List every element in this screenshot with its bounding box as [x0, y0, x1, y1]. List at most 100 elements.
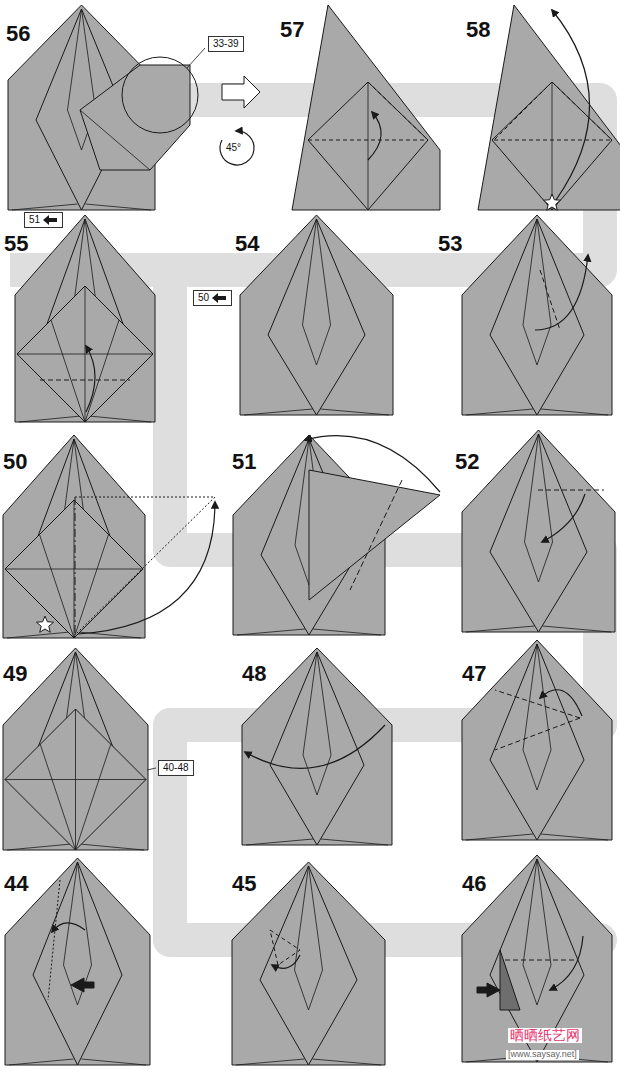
crease-line	[368, 82, 369, 210]
edge-line	[543, 626, 612, 632]
paper-model	[3, 435, 145, 638]
crease-line	[309, 970, 323, 1010]
fold-line	[552, 82, 612, 140]
crease-line	[82, 9, 96, 110]
back-arrow-icon	[43, 215, 57, 225]
fold-arrow	[540, 690, 582, 716]
crease-line	[537, 325, 551, 365]
paper-model	[462, 855, 612, 1062]
edge-line	[89, 416, 151, 422]
crease-line	[74, 535, 109, 639]
fold-arrow	[272, 955, 300, 968]
paper-model	[15, 215, 155, 422]
paper-model	[292, 5, 440, 210]
fold-arrow	[542, 494, 585, 542]
fold-line	[494, 140, 612, 141]
fold-arrow	[552, 10, 590, 200]
crease-line	[76, 744, 111, 850]
crease-line	[317, 325, 331, 365]
edge-line	[7, 844, 72, 850]
paper-model	[240, 215, 393, 415]
edge-line	[82, 1059, 147, 1065]
rotate-symbol	[220, 131, 254, 165]
leader-line	[187, 48, 205, 68]
fold-line	[505, 960, 575, 961]
fold-arrow	[550, 936, 583, 990]
crease-line	[78, 862, 92, 965]
crease-line	[317, 219, 331, 325]
watermark: 晒晒纸艺网	[508, 1028, 582, 1043]
step-number: 44	[4, 872, 28, 896]
fold-arrow	[368, 112, 381, 160]
crease-line	[68, 9, 82, 110]
step-reference: 33-39	[213, 38, 239, 50]
crease-line	[303, 652, 317, 755]
paper-model	[462, 430, 615, 632]
fold-arrow	[305, 436, 440, 492]
diamond-flap	[492, 82, 612, 210]
step-number: 47	[462, 662, 486, 686]
step-number: 53	[438, 232, 462, 256]
crease-line	[295, 545, 309, 585]
crease-line	[64, 862, 78, 965]
crease-line	[5, 779, 146, 780]
crease-line	[295, 439, 309, 545]
detail-circle	[122, 57, 198, 133]
paper-model	[462, 640, 612, 840]
crease-line	[17, 354, 153, 355]
crease-line	[523, 644, 537, 750]
crease-line	[537, 965, 551, 1005]
fold-arrow	[245, 725, 385, 768]
step-number: 51	[232, 450, 256, 474]
fold-line	[75, 497, 76, 635]
kite-layer	[490, 644, 584, 840]
kite-layer	[33, 862, 122, 1065]
callout-angle: 45°	[226, 142, 241, 153]
edge-line	[7, 632, 70, 638]
fold-line	[494, 82, 552, 140]
crease-line	[539, 542, 553, 582]
step-reference-box: 51	[24, 212, 63, 228]
edge-line	[236, 1059, 305, 1065]
step-reference: 40-48	[163, 762, 189, 774]
crease-line	[295, 970, 309, 1010]
paper-model	[3, 648, 148, 850]
crease-line	[552, 82, 553, 210]
fold-line	[308, 140, 428, 141]
step-number: 54	[235, 232, 259, 256]
fold-line	[495, 718, 580, 750]
step-reference: 51	[29, 214, 40, 226]
edge-line	[321, 409, 390, 415]
step-number: 48	[242, 662, 266, 686]
paper-model	[232, 862, 385, 1065]
edge-line	[19, 416, 81, 422]
crease-line	[309, 866, 323, 970]
fold-line	[538, 490, 604, 491]
square-flap	[80, 65, 190, 170]
step-number: 50	[3, 450, 27, 474]
crease-line	[303, 755, 317, 795]
fold-arrow	[78, 502, 215, 634]
step-number: 58	[466, 18, 490, 42]
edge-line	[86, 204, 152, 210]
step-number: 57	[280, 18, 304, 42]
crease-line	[68, 110, 82, 150]
step-number: 55	[4, 232, 28, 256]
push-arrow	[477, 983, 500, 997]
fold-line-box	[270, 930, 300, 965]
crease-line	[523, 859, 537, 965]
crease-line	[303, 219, 317, 325]
crease-line	[537, 644, 551, 750]
crease-line	[537, 750, 551, 790]
kite-layer	[490, 219, 584, 415]
edge-line	[466, 834, 533, 840]
crease-line	[525, 434, 539, 542]
crease-line	[539, 434, 553, 542]
crease-line	[525, 542, 539, 582]
kite-layer	[490, 859, 584, 1062]
diamond-flap	[5, 709, 146, 850]
edge-line	[313, 629, 381, 635]
edge-line	[246, 839, 313, 845]
